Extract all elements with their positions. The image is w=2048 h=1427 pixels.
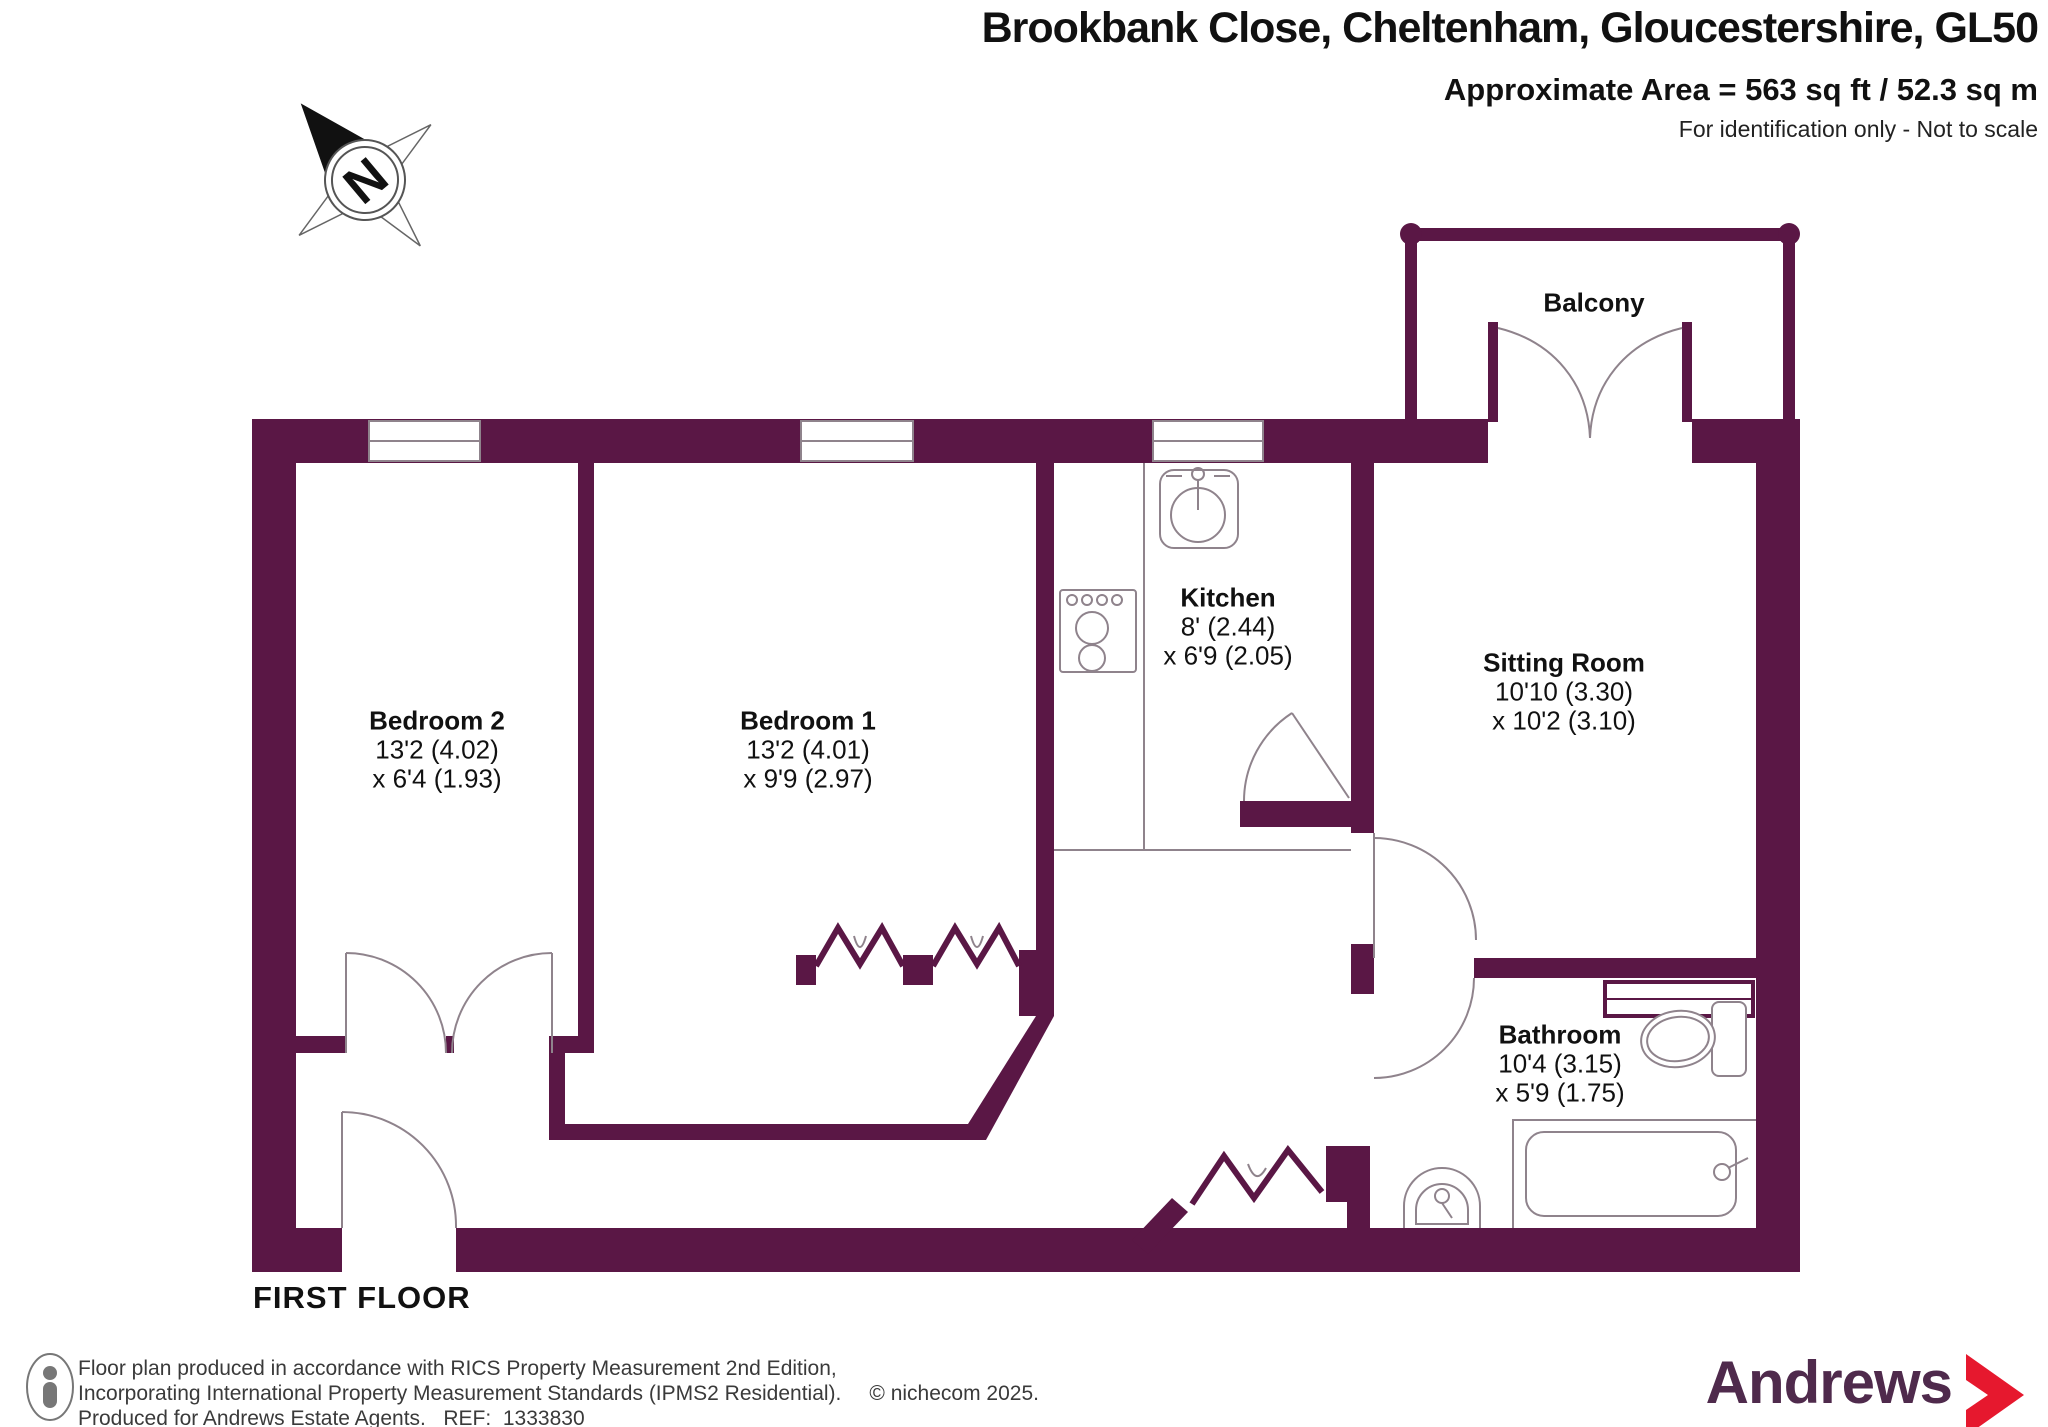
disclaimer: For identification only - Not to scale xyxy=(1678,116,2038,142)
room-dim: 13'2 (4.02) xyxy=(375,734,499,765)
room-dim: x 9'9 (2.97) xyxy=(743,763,873,794)
room-dim: 10'10 (3.30) xyxy=(1495,676,1633,707)
andrews-logo-chevron-icon xyxy=(1966,1354,2024,1427)
room-dim: 8' (2.44) xyxy=(1180,611,1276,642)
exterior-walls xyxy=(252,419,1800,1272)
room-dim: x 10'2 (3.10) xyxy=(1492,705,1636,736)
room-label-kitchen: Kitchen 8' (2.44) x 6'9 (2.05) xyxy=(1163,582,1293,671)
toilet-icon xyxy=(1640,1001,1747,1077)
compass-rose-icon: N xyxy=(298,103,432,247)
balcony-railing xyxy=(1400,223,1800,420)
balcony-french-doors xyxy=(1488,322,1692,463)
room-dim: x 5'9 (1.75) xyxy=(1495,1077,1625,1108)
room-dim: x 6'9 (2.05) xyxy=(1163,640,1293,671)
windows xyxy=(368,420,1264,462)
page-title: Brookbank Close, Cheltenham, Gloucesters… xyxy=(981,4,2039,52)
footer-disclaimer: Floor plan produced in accordance with R… xyxy=(78,1356,1039,1427)
entrance-door-gap xyxy=(342,1228,456,1272)
interior-walls xyxy=(296,419,1756,1254)
room-name: Bedroom 1 xyxy=(740,705,876,736)
room-dim: 10'4 (3.15) xyxy=(1498,1048,1622,1079)
bathroom-door-gap xyxy=(1374,958,1474,978)
copyright: © nichecom 2025. xyxy=(869,1382,1039,1405)
room-label-bedroom1: Bedroom 1 13'2 (4.01) x 9'9 (2.97) xyxy=(740,705,876,794)
room-label-bathroom: Bathroom 10'4 (3.15) x 5'9 (1.75) xyxy=(1495,1019,1625,1108)
basin-icon xyxy=(1403,1167,1481,1228)
footer-line-2: Incorporating International Property Mea… xyxy=(78,1381,1039,1406)
door-swings xyxy=(341,712,1477,1229)
room-dim: x 6'4 (1.93) xyxy=(372,763,502,794)
room-boundary-lines xyxy=(1054,463,1375,958)
room-label-balcony: Balcony xyxy=(1543,287,1645,318)
room-label-bedroom2: Bedroom 2 13'2 (4.02) x 6'4 (1.93) xyxy=(369,705,505,794)
footer-line-1: Floor plan produced in accordance with R… xyxy=(78,1357,837,1380)
room-name: Kitchen xyxy=(1180,582,1276,613)
footer-line-3: Produced for Andrews Estate Agents. REF:… xyxy=(78,1407,585,1427)
andrews-logo-text: Andrews xyxy=(1705,1349,1953,1416)
footer-line-2-text: Incorporating International Property Mea… xyxy=(78,1382,842,1405)
room-dim: 13'2 (4.01) xyxy=(746,734,870,765)
bath-icon xyxy=(1512,1119,1756,1228)
bifold-doors xyxy=(813,921,1325,1206)
sink-icon xyxy=(1159,467,1239,549)
person-icon xyxy=(26,1353,74,1421)
room-name: Bathroom xyxy=(1498,1019,1622,1050)
approximate-area: Approximate Area = 563 sq ft / 52.3 sq m xyxy=(1443,72,2038,107)
floor-label: FIRST FLOOR xyxy=(253,1280,471,1315)
room-name: Sitting Room xyxy=(1483,647,1645,678)
room-name: Balcony xyxy=(1543,287,1645,318)
room-label-sitting-room: Sitting Room 10'10 (3.30) x 10'2 (3.10) xyxy=(1483,647,1645,736)
room-name: Bedroom 2 xyxy=(369,705,505,736)
hob-icon xyxy=(1059,589,1137,673)
